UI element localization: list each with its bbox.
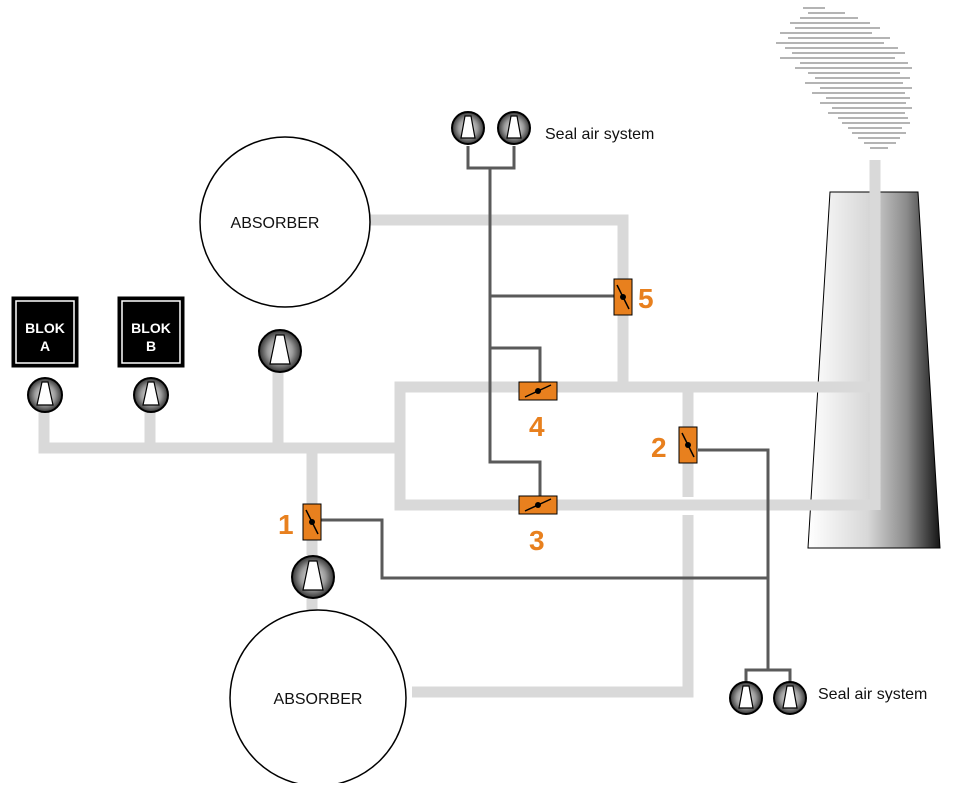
damper-2[interactable] (678, 426, 698, 464)
seal-air-bottom-label: Seal air system (818, 686, 927, 703)
block-b-line2: B (146, 338, 156, 354)
absorber-bottom: ABSORBER (229, 609, 407, 787)
damper-1[interactable] (302, 503, 322, 541)
fan-block-b (133, 377, 169, 413)
seal-air-lines (320, 146, 792, 682)
fan-seal-air-top-2 (497, 111, 531, 145)
damper-3-label: 3 (529, 525, 545, 556)
block-a: BLOK A (11, 296, 79, 368)
damper-5[interactable] (613, 278, 633, 316)
fan-absorber-bottom (291, 555, 335, 599)
damper-2-label: 2 (651, 432, 667, 463)
block-a-line1: BLOK (25, 320, 65, 336)
fan-absorber-top (258, 329, 302, 373)
block-a-line2: A (40, 338, 50, 354)
absorber-bottom-label: ABSORBER (274, 691, 363, 708)
damper-1-label: 1 (278, 509, 294, 540)
smoke-plume (776, 7, 912, 149)
absorber-top-label: ABSORBER (231, 215, 320, 232)
fan-block-a (27, 377, 63, 413)
fan-seal-air-top-1 (451, 111, 485, 145)
flue-gas-ducts (38, 160, 881, 698)
damper-4-label: 4 (529, 411, 545, 442)
damper-4[interactable] (518, 381, 558, 401)
fan-seal-air-bottom-2 (773, 681, 807, 715)
block-b: BLOK B (117, 296, 185, 368)
damper-5-label: 5 (638, 283, 654, 314)
block-b-line1: BLOK (131, 320, 171, 336)
damper-3[interactable] (518, 495, 558, 515)
seal-air-top-label: Seal air system (545, 126, 654, 143)
fan-seal-air-bottom-1 (729, 681, 763, 715)
absorber-top: ABSORBER (199, 136, 371, 308)
